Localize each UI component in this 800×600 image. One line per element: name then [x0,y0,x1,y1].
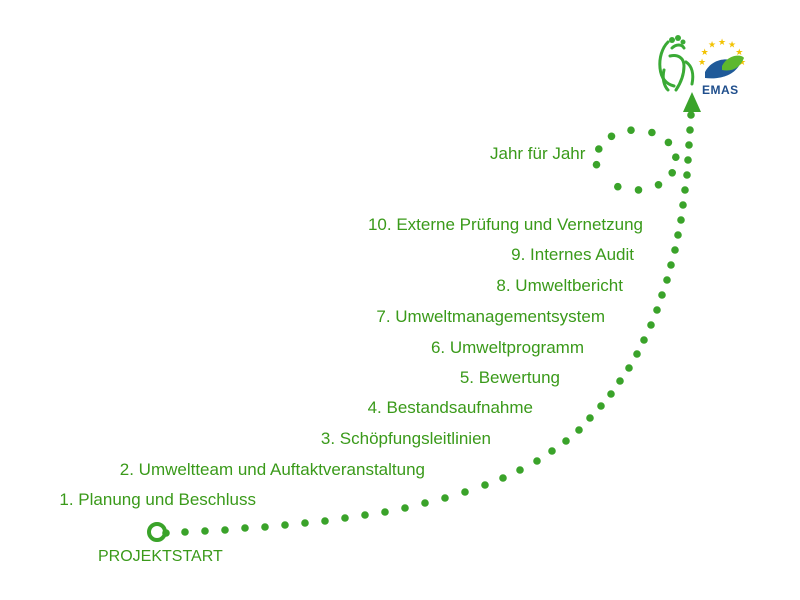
star-icon: ★ [708,41,716,51]
star-icon: ★ [718,38,726,48]
loop-dot [672,153,680,161]
path-dot [586,414,594,422]
path-dot [575,426,583,434]
star-icon: ★ [735,48,743,58]
path-dot [663,276,671,284]
path-dot [667,261,675,269]
path-dot [679,201,687,209]
path-dot [341,514,349,522]
step-1: 1. Planung und Beschluss [59,490,256,509]
emas-leaf-icon [722,55,744,71]
loop-label: Jahr für Jahr [490,144,586,163]
loop-dot [634,186,643,194]
step-10: 10. Externe Prüfung und Vernetzung [367,215,643,234]
star-icon: ★ [738,58,746,68]
loop-dot [627,126,635,134]
path-dot [361,511,369,519]
path-dot [499,474,507,482]
arrow-head [683,92,701,112]
dotted-path [162,111,695,537]
loop-dot [648,128,656,137]
path-dot [401,504,409,512]
step-6: 6. Umweltprogramm [430,338,584,357]
path-dot [625,364,633,372]
path-dot [671,246,679,254]
path-dot [597,402,605,410]
path-dot [674,231,682,239]
path-dot [607,390,615,398]
path-dot [461,488,469,496]
star-icon: ★ [728,41,736,51]
gockel-comb-icon [669,35,686,45]
path-dot [681,186,689,194]
path-dot [221,526,229,534]
path-dot [181,528,189,536]
path-dot [616,377,624,385]
start-marker [147,522,167,542]
path-dot [548,447,556,455]
step-4: 4. Bestandsaufnahme [367,398,533,417]
path-dot [658,291,666,299]
path-dot [321,517,329,525]
step-3: 3. Schöpfungsleitlinien [320,429,491,448]
path-dot [301,519,309,527]
loop-dot [592,160,601,169]
path-dot [516,466,524,474]
step-8: 8. Umweltbericht [496,276,623,295]
path-dot [640,336,648,344]
path-dot [241,524,249,532]
path-dot [677,216,685,224]
step-5: 5. Bewertung [459,368,560,387]
eu-stars-icon: ★★★★★★★ [698,38,746,68]
loop-dot [607,132,616,141]
path-dot [441,494,449,502]
star-icon: ★ [698,58,706,68]
path-dot [481,481,489,489]
path-dot [683,171,691,179]
path-dot [685,141,693,149]
step-9: 9. Internes Audit [511,245,634,264]
emas-logo: ★★★★★★★ [698,38,746,79]
loop-dot [614,182,622,191]
path-dot [687,111,695,119]
loop-dot [664,138,673,147]
gruener-gockel-logo [658,40,695,92]
path-dot [647,321,655,329]
path-dot [533,457,541,465]
path-dot [201,527,209,535]
emas-text: EMAS [702,83,739,97]
path-dot [562,437,570,445]
step-2: 2. Umweltteam und Auftaktveranstaltung [119,460,425,479]
path-dot [381,508,389,516]
step-7: 7. Umweltmanagementsystem [376,307,605,326]
path-dot [261,523,269,531]
path-dot [281,521,289,529]
loop-dot [654,181,663,189]
start-label: PROJEKTSTART [98,548,223,565]
annual-loop [592,126,680,194]
path-dot [421,499,429,507]
path-dot [686,126,694,134]
path-dot [633,350,641,358]
loop-dot [595,145,603,153]
loop-dot [668,169,676,177]
path-dot [653,306,661,314]
path-dot [684,156,692,164]
star-icon: ★ [701,48,709,58]
